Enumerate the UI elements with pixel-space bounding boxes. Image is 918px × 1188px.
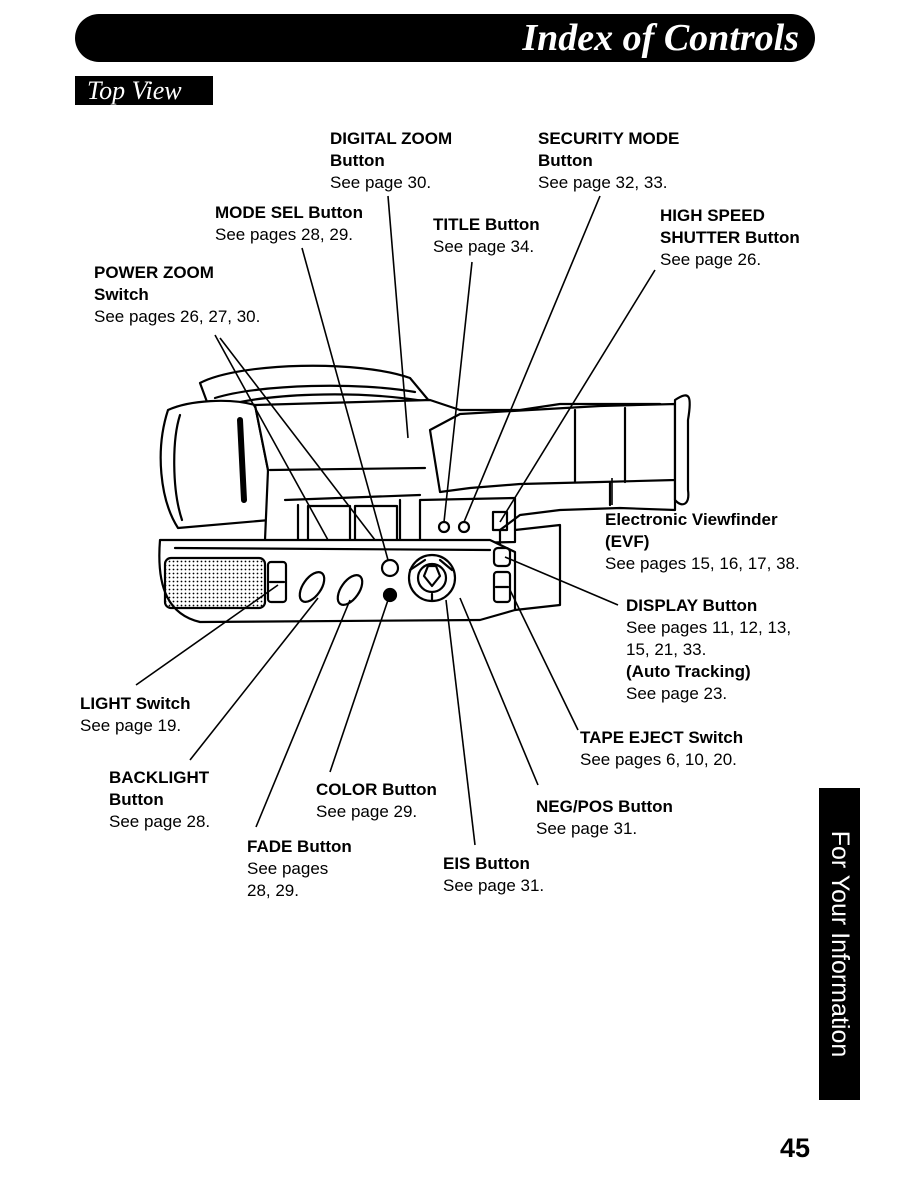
auto-tracking-title: (Auto Tracking) xyxy=(626,662,751,681)
power-zoom-pages: See pages 26, 27, 30. xyxy=(94,307,261,326)
lens-barrel xyxy=(159,399,272,530)
display-title: DISPLAY Button xyxy=(626,596,758,615)
page-number: 45 xyxy=(780,1133,811,1163)
color-label: COLOR Button See page 29. xyxy=(316,779,437,823)
title-button-pages: See page 34. xyxy=(433,237,535,256)
power-zoom-title: POWER ZOOM xyxy=(94,263,214,282)
title-button-title: TITLE Button xyxy=(433,215,540,234)
section-heading-text: Top View xyxy=(87,76,182,105)
light-switch-shape xyxy=(266,560,288,604)
backlight-pages: See page 28. xyxy=(109,812,211,831)
security-mode-title-2: Button xyxy=(538,151,593,170)
tape-eject-pages: See pages 6, 10, 20. xyxy=(580,750,737,769)
digital-zoom-pages: See page 30. xyxy=(330,173,432,192)
fade-pages: See pages xyxy=(247,859,329,878)
eis-pages: See page 31. xyxy=(443,876,545,895)
power-zoom-label: POWER ZOOM Switch See pages 26, 27, 30. xyxy=(94,262,260,328)
fade-button-shape xyxy=(336,574,364,606)
color-pages: See page 29. xyxy=(316,802,418,821)
section-tab-label: For Your Information xyxy=(825,830,854,1058)
mode-sel-title: MODE SEL Button xyxy=(215,203,363,222)
mode-sel-button-shape xyxy=(380,558,400,578)
mode-sel-label: MODE SEL Button See pages 28, 29. xyxy=(215,202,363,246)
neg-pos-pages: See page 31. xyxy=(536,819,638,838)
light-switch-title: LIGHT Switch xyxy=(80,694,191,713)
light-switch-pages: See page 19. xyxy=(80,716,182,735)
color-button-shape xyxy=(382,587,398,603)
light-switch-label: LIGHT Switch See page 19. xyxy=(80,693,191,737)
display-pages: See pages 11, 12, 13, xyxy=(626,618,792,637)
mode-sel-pages: See pages 28, 29. xyxy=(215,225,354,244)
evf-title: Electronic Viewfinder xyxy=(605,510,778,529)
backlight-title-2: Button xyxy=(109,790,164,809)
title-button-label: TITLE Button See page 34. xyxy=(433,214,540,258)
tape-eject-title: TAPE EJECT Switch xyxy=(580,728,744,747)
evf-pages: See pages 15, 16, 17, 38. xyxy=(605,554,800,573)
backlight-title: BACKLIGHT xyxy=(109,768,210,787)
tape-eject-switch-shape xyxy=(492,570,512,604)
high-speed-shutter-label: HIGH SPEED SHUTTER Button See page 26. xyxy=(660,205,800,271)
high-speed-shutter-pages: See page 26. xyxy=(660,250,762,269)
security-mode-pages: See page 32, 33. xyxy=(538,173,668,192)
leader-lines xyxy=(135,195,656,846)
fade-pages-2: 28, 29. xyxy=(247,881,299,900)
section-heading: Top View xyxy=(75,76,213,105)
viewfinder-tube xyxy=(428,402,677,494)
eyecup xyxy=(673,394,691,506)
title-banner: Index of Controls xyxy=(75,14,815,62)
digital-zoom-title: DIGITAL ZOOM xyxy=(330,129,453,148)
evf-label: Electronic Viewfinder (EVF) See pages 15… xyxy=(605,509,800,575)
control-panel xyxy=(418,496,517,546)
power-zoom-title-2: Switch xyxy=(94,285,149,304)
high-speed-shutter-title: HIGH SPEED xyxy=(660,206,765,225)
display-button-shape xyxy=(492,546,512,568)
display-pages-2: 15, 21, 33. xyxy=(626,640,707,659)
backlight-button-shape xyxy=(298,571,326,603)
section-tab: For Your Information xyxy=(819,788,860,1100)
high-speed-shutter-title-2: SHUTTER Button xyxy=(660,228,800,247)
digital-zoom-label: DIGITAL ZOOM Button See page 30. xyxy=(330,128,452,194)
eis-label: EIS Button See page 31. xyxy=(443,853,544,897)
backlight-label: BACKLIGHT Button See page 28. xyxy=(109,767,210,833)
neg-pos-title: NEG/POS Button xyxy=(536,797,673,816)
tape-eject-label: TAPE EJECT Switch See pages 6, 10, 20. xyxy=(580,727,743,771)
neg-pos-label: NEG/POS Button See page 31. xyxy=(536,796,673,840)
display-label: DISPLAY Button See pages 11, 12, 13, 15,… xyxy=(626,595,791,705)
security-mode-label: SECURITY MODE Button See page 32, 33. xyxy=(538,128,679,194)
fade-title: FADE Button xyxy=(247,837,352,856)
microphone-grille xyxy=(163,556,267,610)
auto-tracking-pages: See page 23. xyxy=(626,684,728,703)
color-title: COLOR Button xyxy=(316,780,437,799)
digital-zoom-title-2: Button xyxy=(330,151,385,170)
eis-title: EIS Button xyxy=(443,854,530,873)
security-mode-title: SECURITY MODE xyxy=(538,129,680,148)
page-title: Index of Controls xyxy=(522,17,799,59)
fade-label: FADE Button See pages 28, 29. xyxy=(247,836,352,902)
evf-title-2: (EVF) xyxy=(605,532,650,551)
